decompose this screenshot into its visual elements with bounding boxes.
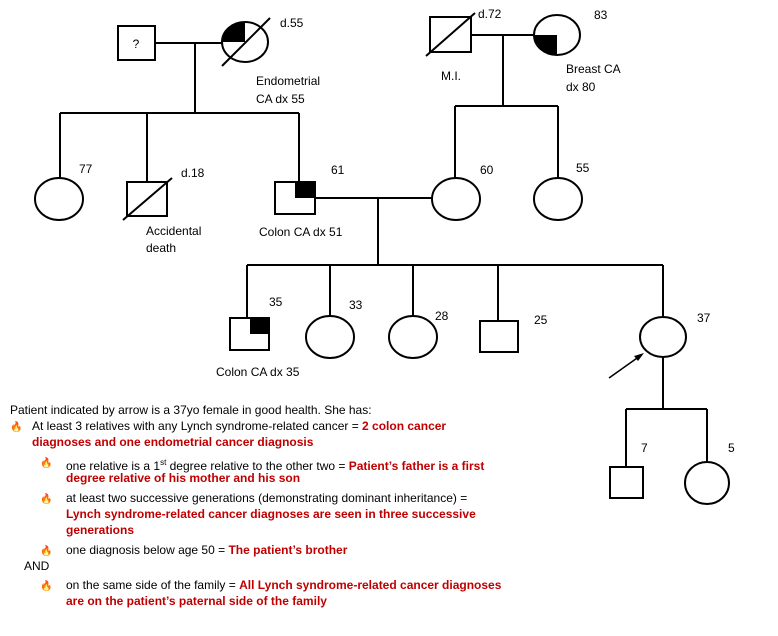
maternal-grandfather-symbol bbox=[425, 12, 476, 57]
criterion-2-cont: degree relative of his mother and his so… bbox=[66, 471, 301, 485]
maternal-grandmother-age: 83 bbox=[594, 8, 608, 22]
notes-intro: Patient indicated by arrow is a 37yo fem… bbox=[10, 403, 372, 417]
bullet-icon: 🔥 bbox=[10, 422, 23, 433]
father-note: Colon CA dx 51 bbox=[259, 225, 343, 239]
criterion-3-cont-2: generations bbox=[66, 523, 135, 537]
pedigree-chart: ? d.55 Endometrial CA dx 55 d.72 M.I. 83… bbox=[34, 7, 711, 400]
maternal-grandmother-note-2: dx 80 bbox=[566, 80, 596, 94]
father-symbol bbox=[274, 181, 316, 215]
daughter-age: 5 bbox=[728, 441, 735, 455]
pedigree-chart-gen4: 7 5 bbox=[609, 400, 735, 505]
and-label: AND bbox=[24, 559, 50, 573]
mother-symbol bbox=[431, 177, 481, 221]
uncle-symbol bbox=[122, 177, 173, 221]
brother-note: Colon CA dx 35 bbox=[216, 365, 300, 379]
daughter-symbol bbox=[684, 461, 730, 505]
uncle-age: d.18 bbox=[181, 166, 205, 180]
paternal-grandmother-symbol bbox=[221, 17, 271, 67]
aunt-age: 77 bbox=[79, 162, 93, 176]
criterion-1: At least 3 relatives with any Lynch synd… bbox=[32, 419, 447, 433]
sister-28-age: 28 bbox=[435, 309, 449, 323]
connector-lines bbox=[59, 34, 664, 400]
brother-25-age: 25 bbox=[534, 313, 548, 327]
uncle-note-2: death bbox=[146, 241, 176, 255]
proband-symbol bbox=[639, 316, 687, 358]
criterion-1-cont: diagnoses and one endometrial cancer dia… bbox=[32, 435, 314, 449]
maternal-grandfather-note: M.I. bbox=[441, 69, 461, 83]
son-symbol bbox=[609, 466, 644, 499]
maternal-aunt-symbol bbox=[533, 177, 583, 221]
paternal-grandfather-label: ? bbox=[133, 37, 140, 51]
brother-25-symbol bbox=[479, 320, 519, 353]
criterion-5-cont: are on the patient’s paternal side of th… bbox=[66, 594, 327, 608]
father-age: 61 bbox=[331, 163, 345, 177]
criterion-3-cont-1: Lynch syndrome-related cancer diagnoses … bbox=[66, 507, 476, 521]
paternal-grandmother-note-2: CA dx 55 bbox=[256, 92, 305, 106]
sister-33-age: 33 bbox=[349, 298, 363, 312]
affected-quadrant bbox=[534, 35, 557, 55]
bullet-icon: 🔥 bbox=[40, 458, 53, 469]
sister-28-symbol bbox=[388, 315, 438, 359]
deceased-slash bbox=[221, 17, 271, 67]
bullet-icon: 🔥 bbox=[40, 546, 53, 557]
deceased-slash bbox=[425, 12, 476, 57]
son-age: 7 bbox=[641, 441, 648, 455]
sister-33-symbol bbox=[305, 315, 355, 359]
paternal-grandmother-note-1: Endometrial bbox=[256, 74, 320, 88]
criterion-2: one relative is a 1st degree relative to… bbox=[66, 458, 485, 473]
deceased-slash bbox=[122, 177, 173, 221]
proband-age: 37 bbox=[697, 311, 711, 325]
maternal-grandfather-age: d.72 bbox=[478, 7, 502, 21]
criterion-3: at least two successive generations (dem… bbox=[66, 491, 468, 505]
affected-quadrant bbox=[295, 182, 315, 198]
maternal-grandmother-note-1: Breast CA bbox=[566, 62, 621, 76]
brother-symbol bbox=[229, 317, 270, 351]
paternal-grandmother-age: d.55 bbox=[280, 16, 304, 30]
proband-arrow bbox=[608, 353, 644, 379]
paternal-grandfather-symbol: ? bbox=[117, 25, 156, 61]
brother-age: 35 bbox=[269, 295, 283, 309]
uncle-note-1: Accidental bbox=[146, 224, 201, 238]
bullet-icon: 🔥 bbox=[40, 581, 53, 592]
affected-quadrant bbox=[250, 318, 269, 334]
bullet-icon: 🔥 bbox=[40, 494, 53, 505]
maternal-grandmother-symbol bbox=[533, 14, 581, 56]
criterion-4: one diagnosis below age 50 = The patient… bbox=[66, 543, 348, 557]
mother-age: 60 bbox=[480, 163, 494, 177]
aunt-symbol bbox=[34, 177, 84, 221]
maternal-aunt-age: 55 bbox=[576, 161, 590, 175]
criterion-5: on the same side of the family = All Lyn… bbox=[66, 578, 502, 592]
affected-quadrant bbox=[222, 22, 245, 42]
